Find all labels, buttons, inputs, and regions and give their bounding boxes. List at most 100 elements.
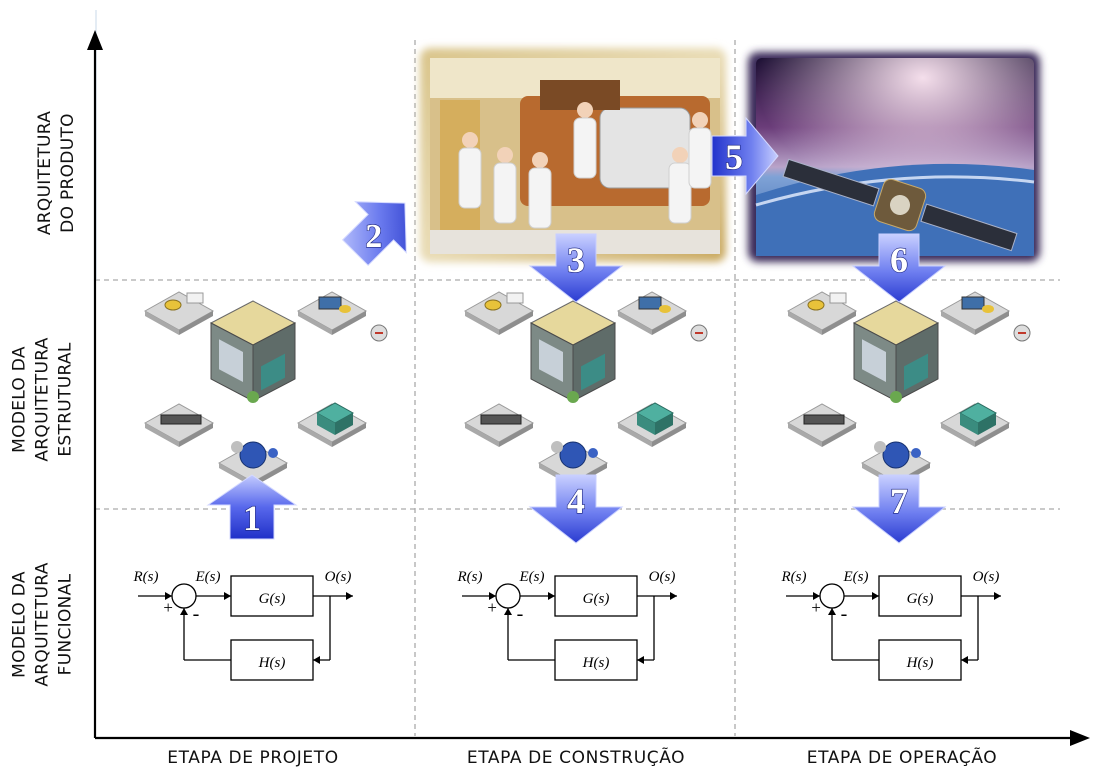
technician-icon bbox=[688, 127, 712, 189]
step-number: 1 bbox=[243, 498, 261, 538]
block-diagram: R(s) E(s) G(s) O(s) H(s) + - bbox=[457, 569, 677, 681]
h-label: H(s) bbox=[258, 655, 286, 671]
technician-icon bbox=[668, 162, 692, 224]
g-label: G(s) bbox=[259, 591, 286, 607]
down-arrow-shape bbox=[851, 233, 947, 303]
error-label: E(s) bbox=[195, 569, 221, 585]
technician-icon bbox=[577, 102, 593, 118]
arrowhead bbox=[828, 608, 836, 615]
x-axis-arrowhead bbox=[1070, 730, 1090, 746]
minus-sign: - bbox=[841, 603, 848, 625]
up-arrow-shape bbox=[206, 474, 298, 540]
minus-sign: - bbox=[193, 603, 200, 625]
reference-label: R(s) bbox=[457, 569, 483, 585]
arrowhead bbox=[813, 592, 820, 600]
product-photos bbox=[420, 48, 1040, 262]
technician-icon bbox=[692, 112, 708, 128]
arrowhead bbox=[504, 608, 512, 615]
reference-label: R(s) bbox=[781, 569, 807, 585]
satellite-lens bbox=[890, 195, 910, 215]
row-label-line: FUNCIONAL bbox=[55, 573, 76, 676]
step-number: 7 bbox=[890, 481, 908, 521]
row-label-line: MODELO DA bbox=[9, 571, 30, 678]
arrowhead bbox=[165, 592, 172, 600]
arrowhead bbox=[961, 656, 968, 664]
down-arrow-shape bbox=[851, 474, 947, 544]
plus-sign: + bbox=[486, 598, 497, 617]
arrowhead bbox=[346, 592, 353, 600]
down-arrow-shape bbox=[528, 233, 624, 303]
row-label-line: ESTRUTURAL bbox=[55, 342, 76, 457]
technician-icon bbox=[493, 162, 517, 224]
structural-model-cluster bbox=[788, 292, 1030, 487]
plus-sign: + bbox=[162, 598, 173, 617]
diagonal-arrow: 2 bbox=[341, 201, 407, 267]
row-label-produto: ARQUITETURA DO PRODUTO bbox=[34, 98, 80, 248]
down-arrow-shape bbox=[528, 474, 624, 544]
h-label: H(s) bbox=[582, 655, 610, 671]
h-label: H(s) bbox=[906, 655, 934, 671]
row-label-line: ARQUITETURA bbox=[35, 110, 55, 236]
structural-clusters bbox=[145, 292, 1030, 487]
technician-icon bbox=[672, 147, 688, 163]
down-arrow: 7 bbox=[851, 474, 947, 544]
h-block bbox=[230, 639, 314, 681]
arrowhead bbox=[872, 592, 879, 600]
down-arrow: 3 bbox=[528, 233, 624, 303]
technician-icon bbox=[462, 132, 478, 148]
right-arrow: 5 bbox=[711, 116, 779, 196]
structural-model-cluster bbox=[145, 292, 387, 487]
row-label-line: MODELO DA bbox=[9, 346, 30, 453]
output-label: O(s) bbox=[325, 569, 352, 585]
atmosphere-line bbox=[755, 175, 1035, 207]
block-diagram: R(s)E(s)G(s)O(s)H(s)+- bbox=[781, 569, 1001, 681]
orbit-photo bbox=[748, 52, 1040, 262]
plus-sign: + bbox=[810, 598, 821, 617]
down-arrow: 4 bbox=[528, 474, 624, 544]
arrowhead bbox=[637, 656, 644, 664]
step-number: 5 bbox=[725, 137, 743, 177]
arrowhead bbox=[180, 608, 188, 615]
y-axis-arrowhead bbox=[87, 30, 103, 50]
technician-icon bbox=[573, 117, 597, 179]
g-block bbox=[878, 575, 962, 617]
arrowhead bbox=[489, 592, 496, 600]
column-label-operacao: ETAPA DE OPERAÇÃO bbox=[806, 748, 998, 768]
satellite-icon bbox=[782, 158, 1018, 252]
solar-panel-left bbox=[782, 158, 880, 207]
assembly-photo bbox=[420, 48, 726, 262]
diagonal-arrow-shape bbox=[341, 201, 407, 267]
output-label: O(s) bbox=[649, 569, 676, 585]
block-diagram: R(s) E(s) G(s) O(s) H(s) + - bbox=[133, 569, 353, 681]
down-arrow: 6 bbox=[851, 233, 947, 303]
row-label-funcional: MODELO DA ARQUITETURA FUNCIONAL bbox=[9, 550, 78, 700]
technician-icon bbox=[497, 147, 513, 163]
step-arrows: 1 2 3 4 5 6 7 bbox=[206, 116, 947, 544]
arrowhead bbox=[670, 592, 677, 600]
error-label: E(s) bbox=[519, 569, 545, 585]
technician-icon bbox=[532, 152, 548, 168]
technician-icon bbox=[528, 167, 552, 229]
minus-sign: - bbox=[517, 603, 524, 625]
g-label: G(s) bbox=[583, 591, 610, 607]
row-label-estrutural: MODELO DA ARQUITETURA ESTRUTURAL bbox=[9, 325, 78, 475]
reference-label: R(s) bbox=[133, 569, 159, 585]
arrowhead bbox=[994, 592, 1001, 600]
step-number: 6 bbox=[890, 240, 908, 280]
column-label-construcao: ETAPA DE CONSTRUÇÃO bbox=[466, 748, 686, 768]
axes bbox=[87, 30, 1090, 746]
block-diagrams: R(s) E(s) G(s) O(s) H(s) + - R(s) E(s) G(s) O(s) H(… bbox=[133, 569, 1001, 681]
row-label-line: ARQUITETURA bbox=[32, 562, 53, 687]
error-label: E(s) bbox=[843, 569, 869, 585]
arrowhead bbox=[313, 656, 320, 664]
output-label: O(s) bbox=[973, 569, 1000, 585]
arrowhead bbox=[224, 592, 231, 600]
h-block bbox=[878, 639, 962, 681]
g-block bbox=[230, 575, 314, 617]
technician-icon bbox=[458, 147, 482, 209]
column-label-projeto: ETAPA DE PROJETO bbox=[167, 748, 339, 768]
structural-model-cluster bbox=[465, 292, 707, 487]
up-arrow: 1 bbox=[206, 474, 298, 540]
